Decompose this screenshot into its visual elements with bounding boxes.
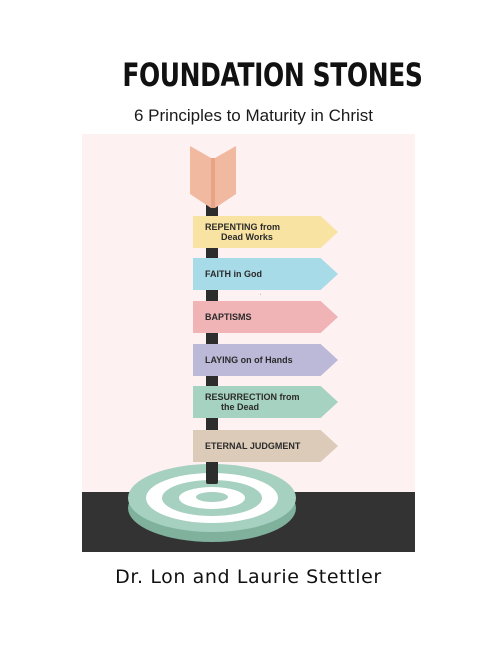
- sign-label-line2: Dead Works: [221, 232, 273, 242]
- sign-label: FAITH in God: [205, 269, 262, 279]
- sign-label: LAYING on of Hands: [205, 355, 293, 365]
- book-subtitle: 6 Principles to Maturity in Christ: [133, 106, 374, 125]
- sign-board: FAITH in God: [193, 258, 338, 290]
- sign-label-line2: the Dead: [221, 402, 260, 412]
- sign-board: LAYING on of Hands: [193, 344, 338, 376]
- sign-label: REPENTING from: [205, 222, 281, 232]
- book-title: FOUNDATION STONES: [122, 56, 423, 94]
- sign-board: ETERNAL JUDGMENT: [193, 430, 338, 462]
- sign-label: BAPTISMS: [205, 312, 252, 322]
- sign-label: RESURRECTION from: [205, 392, 300, 402]
- tiny-mark: •: [260, 292, 262, 296]
- arrow-fletching-icon: [190, 146, 236, 208]
- target-icon: [128, 464, 296, 542]
- sign-board: BAPTISMS: [193, 301, 338, 333]
- book-authors: Dr. Lon and Laurie Stettler: [115, 566, 382, 588]
- sign-label: ETERNAL JUDGMENT: [205, 441, 301, 451]
